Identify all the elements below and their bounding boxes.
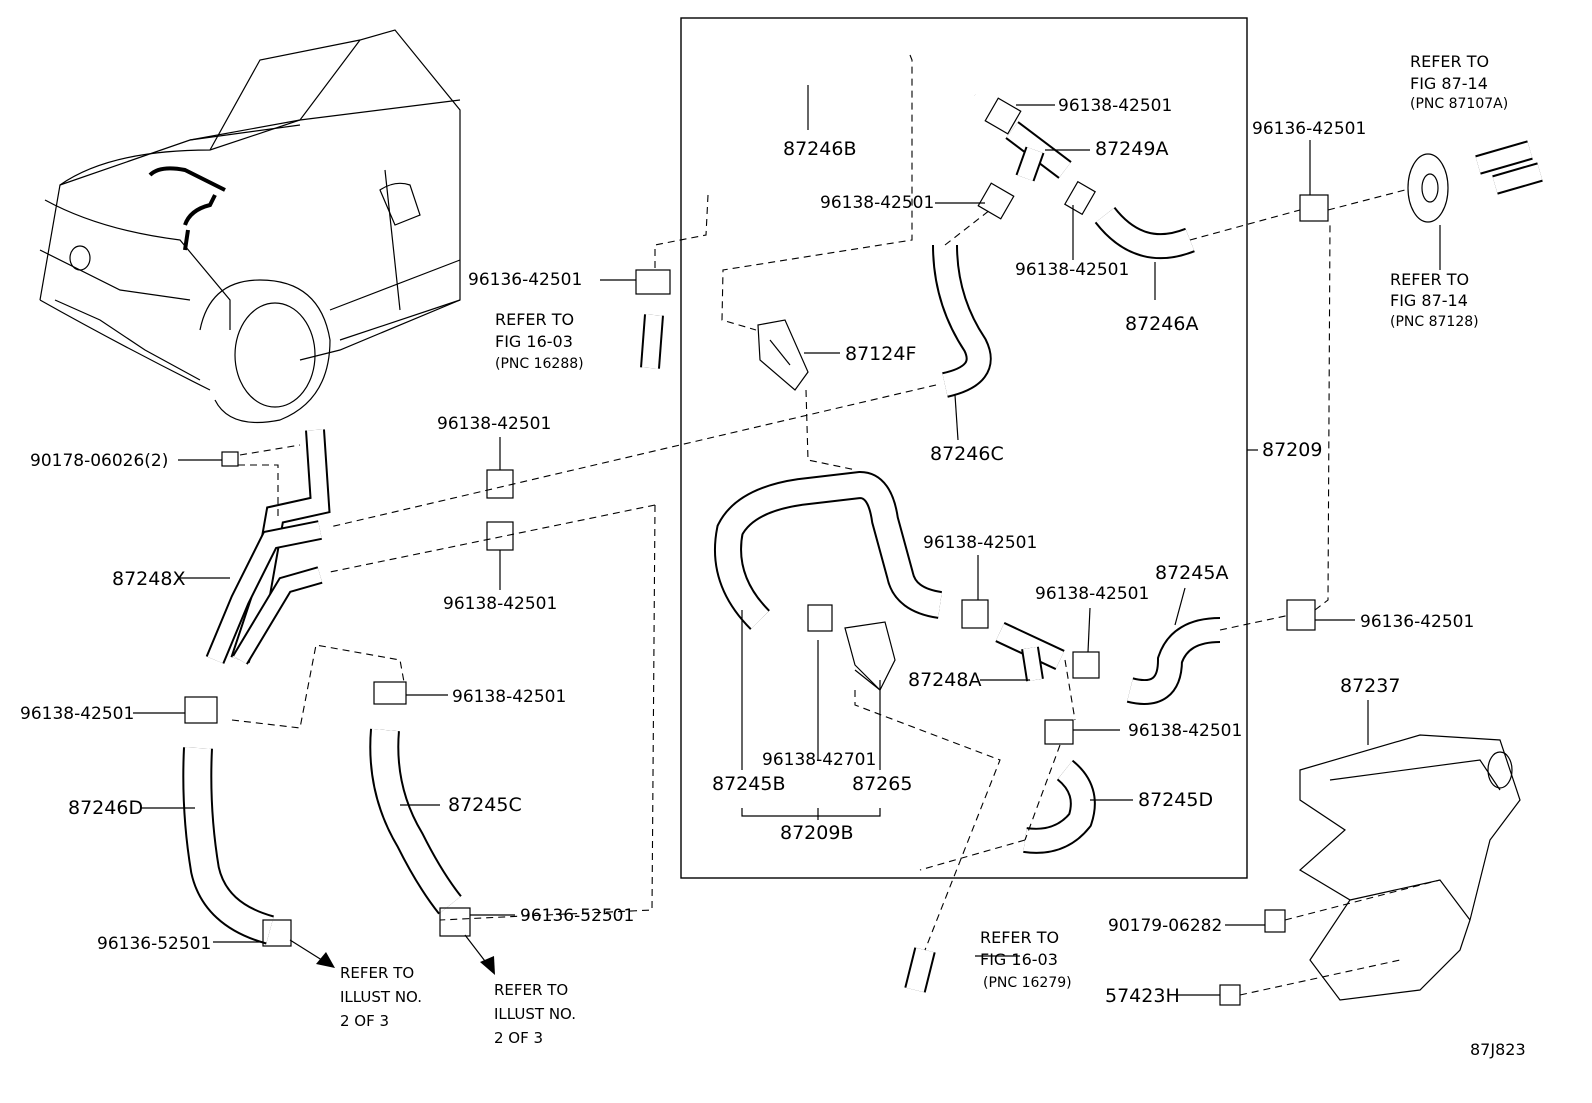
svg-text:REFER TO: REFER TO [980,928,1059,947]
label-96136-52501-left: 96136-52501 [97,934,211,954]
svg-text:ILLUST NO.: ILLUST NO. [494,1005,576,1023]
hose-87246B [697,33,985,196]
svg-text:REFER TO: REFER TO [1410,52,1489,71]
diagram-code: 87J823 [1470,1040,1526,1059]
tee-87249A [1005,121,1072,182]
hose-87245A [1126,617,1221,705]
svg-text:REFER TO: REFER TO [340,964,414,982]
label-87245C: 87245C [448,794,522,816]
label-96136-52501-right: 96136-52501 [520,906,634,926]
label-96136-42501-top-right: 96136-42501 [1252,119,1366,139]
label-57423H: 57423H [1105,985,1180,1007]
label-96138-42501-b: 96138-42501 [1015,260,1129,280]
svg-text:REFER TO: REFER TO [494,981,568,999]
label-87124F: 87124F [845,343,916,365]
label-96138-42501-d: 96138-42501 [443,594,557,614]
refer-arrows [289,934,495,975]
pipe-ref-16288 [640,314,664,369]
svg-text:(PNC 16288): (PNC 16288) [495,356,584,372]
label-87245D: 87245D [1138,789,1213,811]
svg-text:REFER TO: REFER TO [495,310,574,329]
svg-text:(PNC 87107A): (PNC 87107A) [1410,96,1508,112]
svg-text:FIG 16-03: FIG 16-03 [980,950,1058,969]
label-87248A: 87248A [908,669,981,691]
label-96138-42501-c: 96138-42501 [437,414,551,434]
label-87246D: 87246D [68,797,143,819]
label-96138-42501-top: 96138-42501 [1058,96,1172,116]
hose-87245C [369,728,462,915]
label-87246C: 87246C [930,443,1004,465]
refer-fig-87-14-87128: REFER TO FIG 87-14 (PNC 87128) [1390,270,1479,330]
label-87248X: 87248X [112,568,185,590]
label-96136-42501-left: 96136-42501 [468,270,582,290]
svg-text:(PNC 87128): (PNC 87128) [1390,314,1479,330]
label-87209B: 87209B [780,822,853,844]
label-87245B: 87245B [712,773,785,795]
label-96136-42501-right: 96136-42501 [1360,612,1474,632]
svg-text:FIG 16-03: FIG 16-03 [495,332,573,351]
hose-87246D [182,747,275,945]
refer-fig-16-03-16288: REFER TO FIG 16-03 (PNC 16288) [495,310,584,372]
bracket-87237 [1298,734,1521,1001]
svg-text:2 OF 3: 2 OF 3 [494,1029,543,1047]
label-87246A: 87246A [1125,313,1198,335]
hose-87245B [714,470,943,630]
heater-pipes-87107A [1475,140,1543,195]
label-96138-42501-h: 96138-42501 [452,687,566,707]
label-90179-06282: 90179-06282 [1108,916,1222,936]
dashed-connections [231,54,1441,996]
refer-fig-87-14-87107A: REFER TO FIG 87-14 (PNC 87107A) [1410,52,1508,112]
label-96138-42701: 96138-42701 [762,750,876,770]
assembly-87209-frame [680,17,1248,879]
leader-lines [133,85,1441,996]
label-87209: 87209 [1262,439,1322,461]
pipe-87248X [205,429,331,665]
svg-text:(PNC 16279): (PNC 16279) [983,975,1072,991]
svg-text:REFER TO: REFER TO [1390,270,1469,289]
label-87249A: 87249A [1095,138,1168,160]
label-87237: 87237 [1340,675,1400,697]
bracket-87124F [757,319,809,391]
label-87265: 87265 [852,773,912,795]
fitting-87265 [844,621,896,692]
svg-text:FIG 87-14: FIG 87-14 [1410,74,1488,93]
hose-87246C [932,244,992,398]
label-96138-42501-a: 96138-42501 [820,193,934,213]
label-87246B: 87246B [783,138,856,160]
refer-fig-16-03-16279: REFER TO FIG 16-03 (PNC 16279) [980,928,1072,991]
pipe-ref-16279 [904,947,936,993]
tee-87248A [995,622,1065,682]
heater-unit-flange [1407,153,1449,223]
label-96138-42501-i: 96138-42501 [20,704,134,724]
refer-illust-note-right: REFER TO ILLUST NO. 2 OF 3 [494,981,576,1047]
hose-87245D [1023,759,1096,854]
svg-text:ILLUST NO.: ILLUST NO. [340,988,422,1006]
label-96138-42501-g: 96138-42501 [1128,721,1242,741]
refer-illust-note-left: REFER TO ILLUST NO. 2 OF 3 [340,964,422,1030]
svg-text:FIG 87-14: FIG 87-14 [1390,291,1468,310]
hose-87246A [1094,206,1195,260]
svg-text:2 OF 3: 2 OF 3 [340,1012,389,1030]
label-96138-42501-e: 96138-42501 [923,533,1037,553]
label-90178-06026: 90178-06026(2) [30,451,168,471]
label-96138-42501-f: 96138-42501 [1035,584,1149,604]
vehicle-illustration [39,29,461,424]
label-87245A: 87245A [1155,562,1228,584]
